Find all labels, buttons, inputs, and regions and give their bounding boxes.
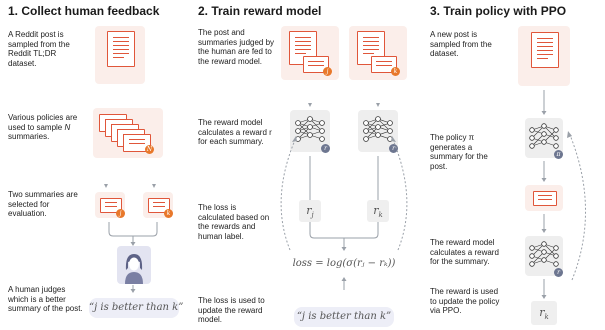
badge-pi: π [554, 150, 563, 159]
summary-k-doc-icon [371, 56, 397, 73]
policy-model-box: π [525, 118, 563, 159]
neural-net-icon [363, 116, 393, 142]
col3-step4-text: The reward is used to update the policy … [430, 287, 500, 316]
col2-step2-text: The reward model calculates a reward r f… [198, 118, 272, 147]
badge-r: r [389, 144, 398, 153]
generated-summary-doc-icon [533, 191, 557, 206]
col1-step1-text: A Reddit post is sampled from the Reddit… [8, 30, 70, 68]
reward-rk-final-sub: k [544, 313, 549, 322]
col2-post-j-panel: j [281, 26, 339, 80]
badge-n: N [145, 145, 154, 154]
col3-title: 3. Train policy with PPO [430, 4, 567, 18]
human-avatar [117, 246, 151, 284]
reward-rj: rj [299, 200, 321, 222]
col2-arrow [307, 103, 312, 107]
col2-post-k-panel: k [349, 26, 407, 80]
col3-step2-text-span: The policy π generates a summary for the… [430, 133, 488, 171]
summary-doc-icon [123, 134, 151, 152]
new-post-doc-icon [531, 32, 559, 68]
col1-step4-text: A human judges which is a better summary… [8, 285, 83, 314]
reward-rj-symbol: r [306, 204, 312, 217]
col2-judgement-quote: “j is better than k” [294, 307, 394, 327]
col1-title: 1. Collect human feedback [8, 4, 160, 18]
col2-step3-text: The loss is calculated based on the rewa… [198, 203, 270, 241]
badge-r: r [554, 268, 563, 277]
neural-net-icon [529, 123, 559, 149]
col1-step3-text: Two summaries are selected for evaluatio… [8, 190, 78, 219]
col3-post-panel [518, 26, 570, 86]
reward-model-j-box: r [290, 110, 330, 153]
col1-summaries-panel: N [93, 108, 163, 158]
neural-net-icon [529, 241, 559, 267]
col1-summary-j-panel: j [95, 192, 125, 218]
badge-j: j [116, 209, 125, 218]
col3-summary-panel [525, 185, 563, 211]
badge-j: j [323, 67, 332, 76]
badge-k: k [391, 67, 400, 76]
col2-step4-text: The loss is used to update the reward mo… [198, 296, 265, 325]
badge-r: r [321, 144, 330, 153]
reward-model-box: r [525, 236, 563, 277]
badge-k: k [164, 209, 173, 218]
col1-summary-k-panel: k [143, 192, 173, 218]
col2-step1-text: The post and summaries judged by the hum… [198, 28, 275, 66]
col3-step2-text: The policy π generates a summary for the… [430, 133, 504, 171]
reward-rk-final: rk [531, 301, 557, 325]
col1-arrow [104, 184, 108, 188]
col1-step2-text-b: summaries. [8, 132, 50, 142]
reddit-post-doc-icon [107, 31, 135, 67]
col2-arrow [375, 103, 380, 107]
reward-rj-sub: j [311, 211, 314, 220]
person-icon [125, 254, 143, 284]
reward-model-k-box: r [358, 110, 398, 153]
reward-rk: rk [367, 200, 389, 222]
col1-step2-text-a: Various policies are used to sample [8, 113, 78, 132]
col1-judgement-quote: “j is better than k” [89, 298, 183, 318]
col1-step2-text-n: N [64, 122, 71, 132]
loss-formula: loss = log(σ(rⱼ − rₖ)) [292, 258, 396, 269]
col1-step2-text: Various policies are used to sample N su… [8, 113, 88, 142]
reward-rk-final-symbol: r [539, 306, 545, 319]
col2-title: 2. Train reward model [198, 4, 322, 18]
summary-j-doc-icon [303, 56, 329, 73]
col1-post-panel [95, 26, 145, 84]
col3-step3-text: The reward model calculates a reward for… [430, 238, 499, 267]
col1-arrow [152, 184, 156, 188]
col3-step1-text: A new post is sampled from the dataset. [430, 30, 492, 59]
reward-rk-symbol: r [373, 204, 379, 217]
reward-rk-sub: k [378, 211, 383, 220]
neural-net-icon [295, 116, 325, 142]
